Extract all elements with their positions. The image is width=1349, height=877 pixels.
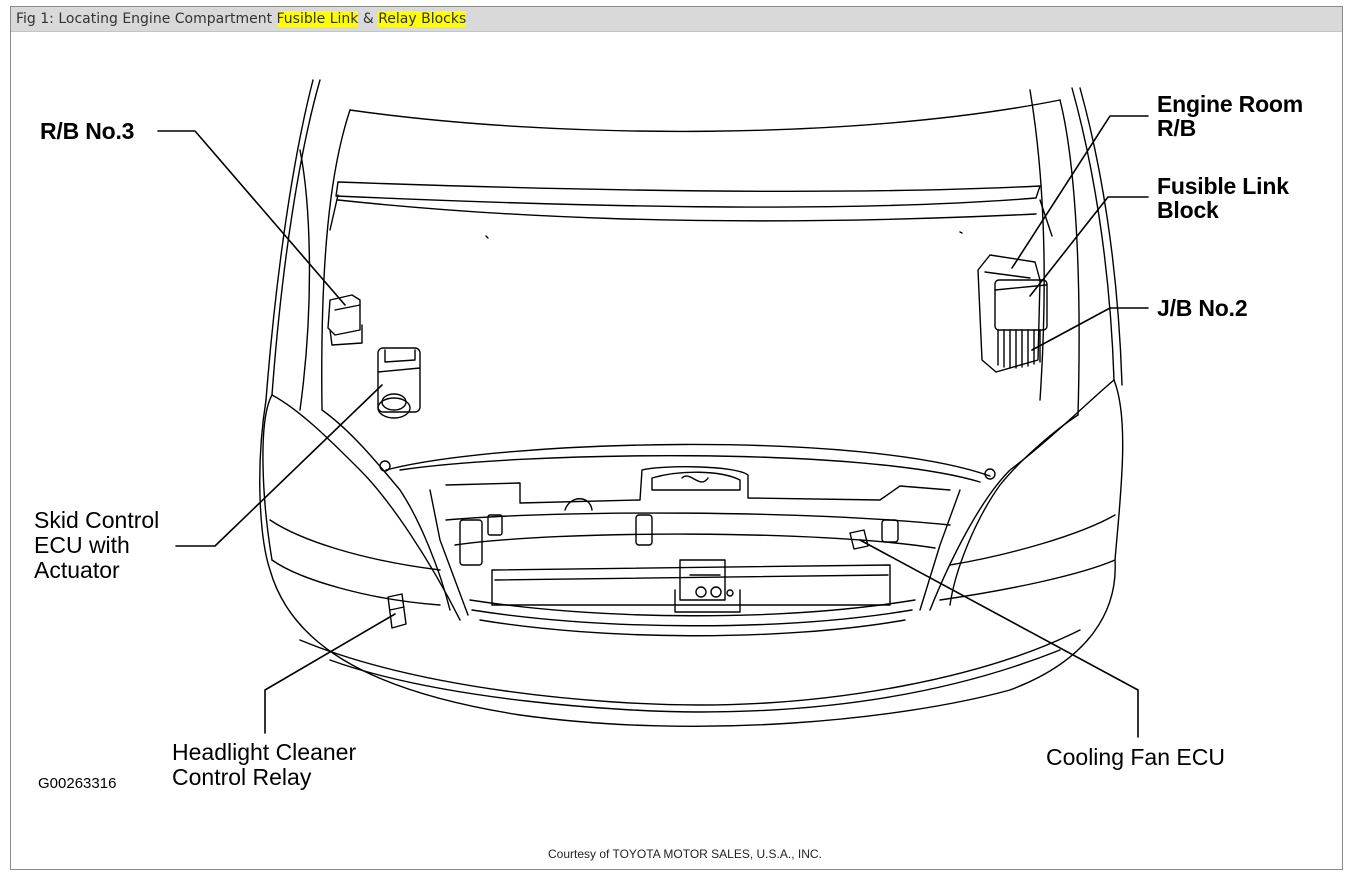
caption-prefix: Fig 1: Locating Engine Compartment — [16, 11, 277, 27]
body-drawing — [259, 379, 1124, 728]
label-skid-control-line3: Actuator — [34, 557, 120, 583]
rb-no3-component — [327, 294, 363, 346]
label-headlight-cleaner-line1: Headlight Cleaner — [172, 739, 357, 765]
label-rb-no3: R/B No.3 — [40, 118, 135, 144]
label-fusible-link-line1: Fusible Link — [1157, 173, 1289, 199]
figure-caption: Fig 1: Locating Engine Compartment Fusib… — [11, 7, 1342, 32]
cooling-fan-ecu-component — [849, 529, 869, 550]
skid-control-ecu-component — [377, 347, 421, 419]
leader-skid-control — [175, 384, 383, 547]
leader-engine-room-rb — [1011, 115, 1149, 269]
label-cooling-fan-ecu: Cooling Fan ECU — [1046, 744, 1225, 770]
hood-drawing — [265, 79, 1123, 416]
leader-jb-no2 — [1031, 307, 1149, 351]
leader-fusible-link — [1029, 196, 1149, 297]
label-fusible-link-line2: Block — [1157, 197, 1219, 223]
label-skid-control-line1: Skid Control — [34, 507, 160, 533]
courtesy-credit: Courtesy of TOYOTA MOTOR SALES, U.S.A., … — [548, 847, 822, 861]
label-skid-control-line2: ECU with — [34, 532, 130, 558]
label-jb-no2: J/B No.2 — [1157, 295, 1248, 321]
label-engine-room-rb-line1: Engine Room — [1157, 91, 1304, 117]
leader-rb-no3 — [157, 130, 346, 306]
figure-code: G00263316 — [38, 775, 117, 792]
label-headlight-cleaner-line2: Control Relay — [172, 764, 312, 790]
caption-middle: & — [358, 11, 379, 27]
engine-room-rb-component — [977, 254, 1048, 373]
headlight-cleaner-relay-component — [387, 593, 407, 629]
caption-highlight-relay-blocks: Relay Blocks — [378, 11, 467, 27]
leader-cooling-fan — [859, 539, 1139, 738]
leader-headlight-cleaner — [264, 613, 396, 734]
caption-highlight-fusible-link: Fusible Link — [276, 11, 359, 27]
leader-lines — [157, 115, 1149, 738]
label-engine-room-rb-line2: R/B — [1157, 115, 1197, 141]
